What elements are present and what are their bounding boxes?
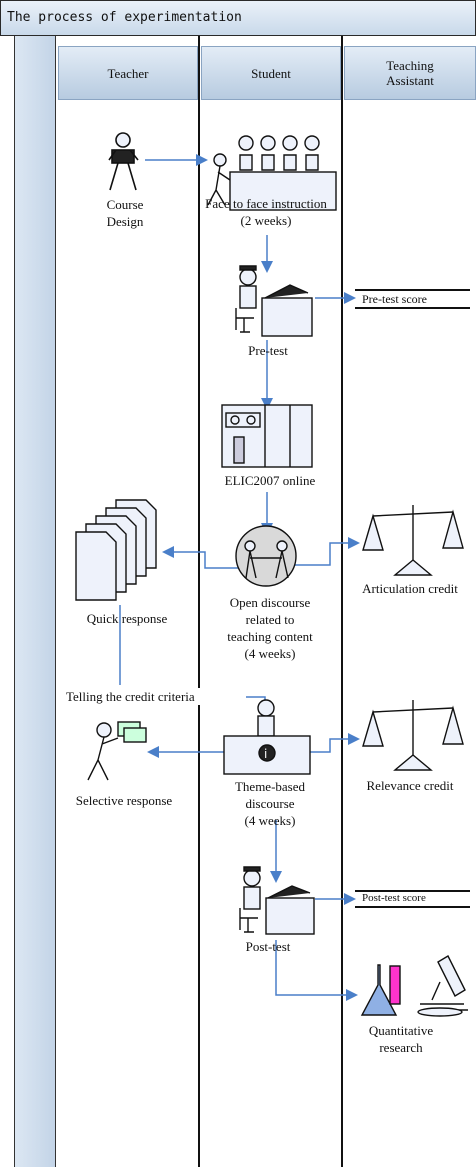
- label-selective-response: Selective response: [75, 793, 173, 808]
- lane-header-teacher: Teacher: [58, 46, 198, 100]
- score-bars: [355, 289, 470, 908]
- connector-theme-to-relevance: [310, 733, 360, 753]
- articulation-scale-icon: [362, 505, 464, 576]
- diagram-title-bar: The process of experimentation: [0, 0, 476, 36]
- pretest-icon: [235, 265, 313, 337]
- connector-discourse-to-articulation: [290, 537, 360, 566]
- instruction-icon: [207, 135, 337, 211]
- globe-discourse-icon: [235, 525, 297, 587]
- label-pre-test-score: Pre-test score: [362, 292, 427, 306]
- lane-header-student: Student: [201, 46, 341, 100]
- label-pre-test: Pre-test: [248, 343, 288, 358]
- label-quick-response: Quick response: [86, 611, 168, 626]
- label-post-test: Post-test: [245, 939, 291, 954]
- server-icon: [221, 404, 313, 468]
- connector-posttest-to-quantitative: [275, 940, 358, 1001]
- label-telling-criteria: Telling the credit criteria: [66, 688, 246, 705]
- posttest-icon: [239, 866, 315, 935]
- lane-label-ta: Teaching Assistant: [386, 58, 434, 88]
- lane-divider-teacher-student: [198, 36, 200, 1167]
- lane-label-student: Student: [251, 65, 291, 81]
- label-open-discourse: Open discourse related to teaching conte…: [227, 595, 313, 661]
- relevance-scale-icon: [362, 700, 464, 771]
- connectors: [119, 154, 360, 1001]
- course-design-icon: [108, 132, 139, 191]
- diagram-title: The process of experimentation: [7, 10, 242, 25]
- left-rail: [14, 36, 56, 1167]
- label-quantitative: Quantitative research: [368, 1023, 434, 1055]
- lane-label-teacher: Teacher: [107, 65, 149, 81]
- label-relevance-credit: Relevance credit: [366, 778, 454, 793]
- pages-stack-icon: [75, 499, 157, 601]
- label-elic: ELIC2007 online: [224, 473, 316, 488]
- label-theme-based: Theme-based discourse (4 weeks): [234, 779, 306, 828]
- label-post-test-score: Post-test score: [362, 892, 426, 904]
- svg-text:i: i: [264, 747, 267, 761]
- info-desk-icon: i: [223, 699, 311, 775]
- lane-divider-student-ta: [341, 36, 343, 1167]
- connector-discourse-to-quick: [162, 546, 240, 569]
- label-course-design: Course Design: [106, 197, 144, 229]
- label-face-to-face: Face to face instruction (2 weeks): [205, 196, 327, 228]
- label-articulation-credit: Articulation credit: [362, 581, 458, 596]
- lane-header-ta: Teaching Assistant: [344, 46, 476, 100]
- selective-response-icon: [87, 721, 147, 781]
- lab-icon: [360, 955, 468, 1017]
